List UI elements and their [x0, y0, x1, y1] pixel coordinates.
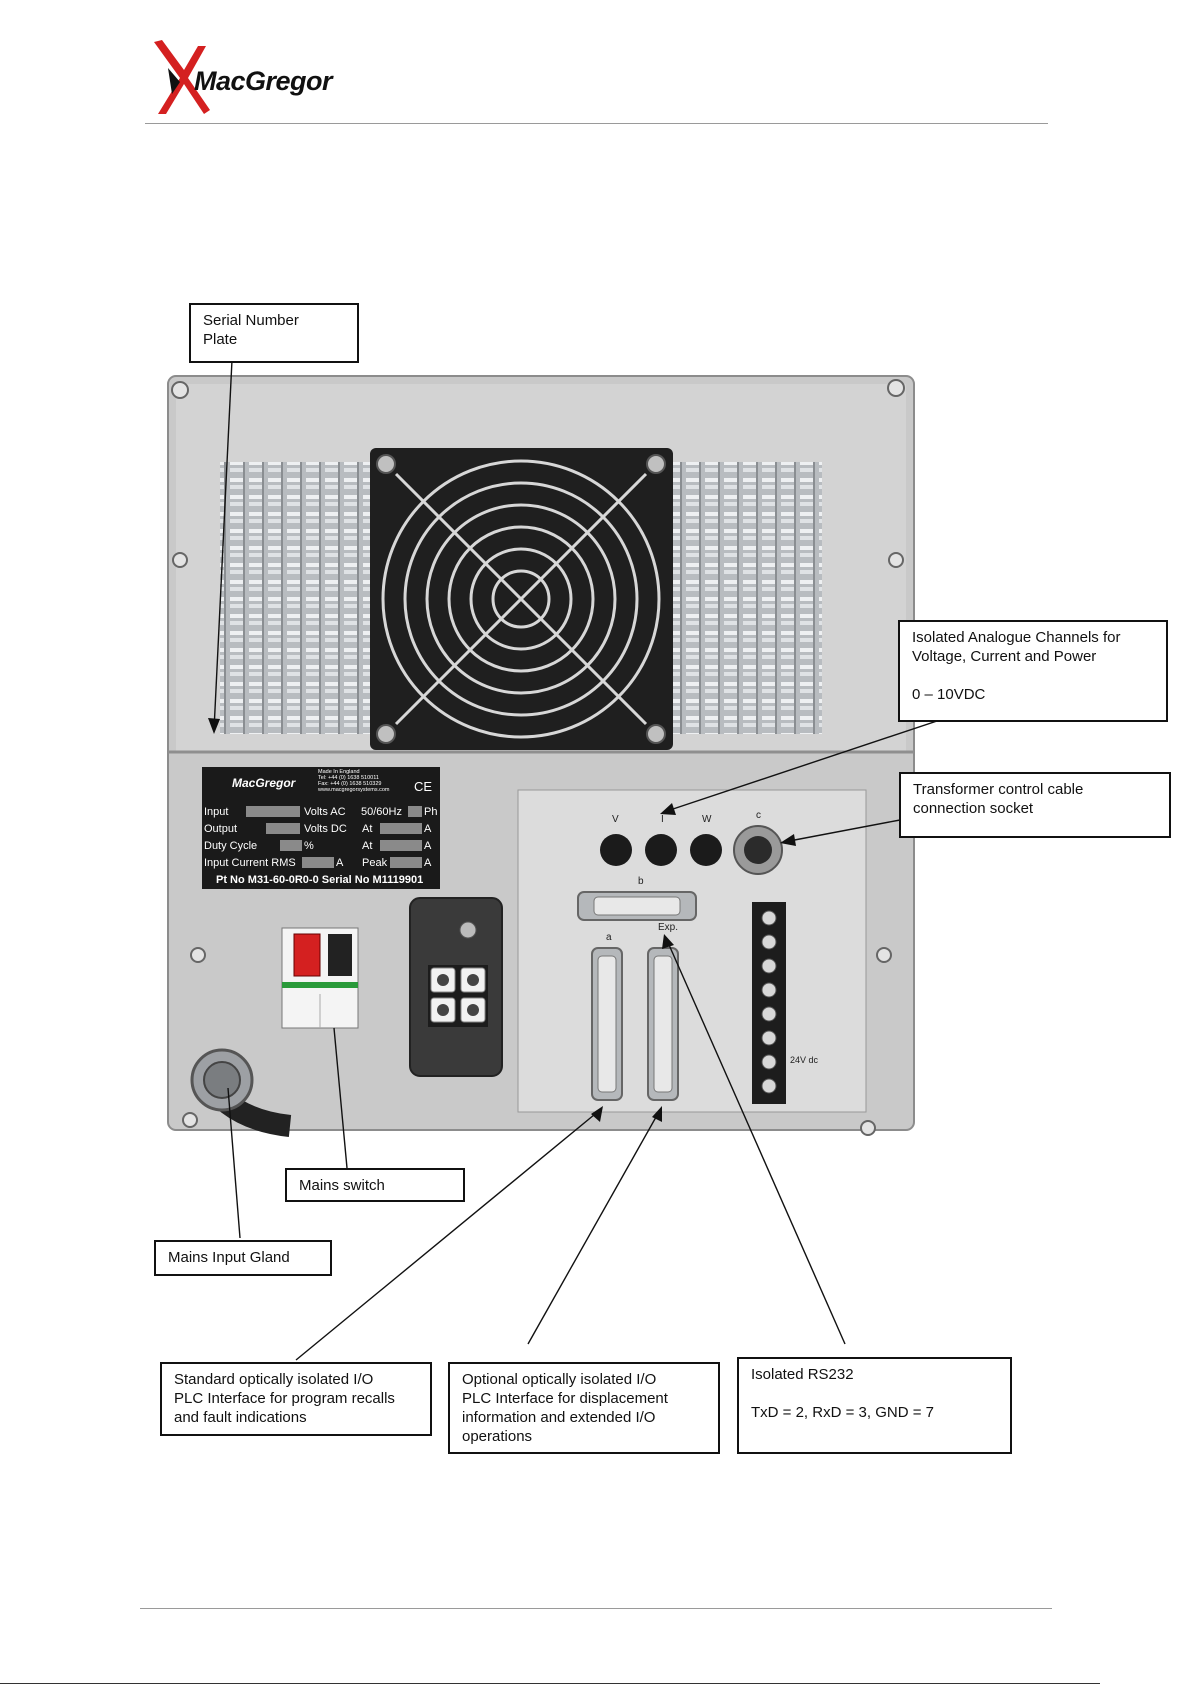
- mains-input-gland: [190, 1048, 292, 1137]
- plate-row-duty-extra-unit: A: [424, 840, 432, 852]
- callout-mains-switch: Mains switch: [285, 1168, 465, 1202]
- socket-label-b: b: [638, 876, 644, 887]
- heatsink-left: [220, 462, 370, 734]
- plate-info-0: Made In England: [318, 769, 360, 775]
- plate-info-2: Fax: +44 (0) 1638 510329: [318, 781, 381, 787]
- callout-leaders: [213, 359, 953, 1361]
- callout-rs232: Isolated RS232 TxD = 2, RxD = 3, GND = 7: [737, 1357, 1012, 1454]
- terminal-label: 24V dc: [790, 1055, 819, 1065]
- plate-row-current-extra-unit: A: [424, 857, 432, 869]
- serial-number-plate: MacGregor Made In England Tel: +44 (0) 1…: [202, 767, 440, 889]
- plate-row-input-extra-unit: Ph: [424, 806, 437, 818]
- chassis-screws: [171, 379, 905, 1136]
- heatsink-right: [670, 462, 822, 734]
- page-bottom-rule: [0, 1683, 1100, 1684]
- plate-brand: MacGregor: [232, 776, 297, 790]
- plate-row-input-unit: Volts AC: [304, 806, 346, 818]
- plate-row-current-unit: A: [336, 857, 344, 869]
- callout-arrowheads: [208, 718, 796, 1122]
- rs232-dsub-connector: [577, 891, 697, 921]
- plate-footer: Pt No M31-60-0R0-0 Serial No M1119901: [216, 874, 423, 886]
- logo-x-icon: [154, 40, 210, 114]
- plate-info-3: www.macgregorsystems.com: [317, 787, 390, 793]
- plate-row-duty-extra: At: [362, 840, 372, 852]
- plate-info-1: Tel: +44 (0) 1638 510011: [318, 775, 379, 781]
- plate-row-input-extra: 50/60Hz: [361, 806, 402, 818]
- plate-row-duty-unit: %: [304, 840, 314, 852]
- plate-row-output-unit: Volts DC: [304, 823, 347, 835]
- terminal-block: 24V dc: [752, 902, 819, 1104]
- ce-mark: CE: [414, 779, 432, 794]
- transformer-socket: [733, 825, 783, 875]
- socket-label-i: I: [661, 814, 664, 825]
- callout-transformer-socket: Transformer control cable connection soc…: [899, 772, 1171, 838]
- plate-row-input-label: Input: [204, 806, 228, 818]
- callout-standard-io: Standard optically isolated I/O PLC Inte…: [160, 1362, 432, 1436]
- macgregor-logo: MacGregor: [150, 38, 350, 118]
- mains-switch: [281, 927, 359, 1029]
- socket-label-v: V: [612, 814, 619, 825]
- socket-label-a: a: [606, 932, 612, 943]
- callout-serial-number-plate: Serial Number Plate: [189, 303, 359, 363]
- plate-row-current-label: Input Current RMS: [204, 857, 296, 869]
- optional-io-dsub-connector: [647, 947, 679, 1101]
- standard-io-dsub-connector: [591, 947, 623, 1101]
- socket-label-c: c: [756, 810, 761, 821]
- socket-label-exp: Exp.: [658, 922, 678, 933]
- socket-label-w: W: [702, 814, 712, 825]
- header-rule: [145, 123, 1048, 124]
- plate-row-duty-label: Duty Cycle: [204, 840, 257, 852]
- plate-row-current-extra: Peak: [362, 857, 388, 869]
- analogue-sockets: [600, 834, 722, 866]
- callout-optional-io: Optional optically isolated I/O PLC Inte…: [448, 1362, 720, 1454]
- plate-row-output-extra-unit: A: [424, 823, 432, 835]
- cooling-fan: [370, 448, 673, 750]
- callout-mains-input-gland: Mains Input Gland: [154, 1240, 332, 1276]
- plate-row-output-label: Output: [204, 823, 237, 835]
- footer-rule: [140, 1608, 1052, 1609]
- power-connector: [409, 897, 503, 1077]
- brand-name: MacGregor: [194, 66, 333, 96]
- callout-analogue-channels: Isolated Analogue Channels for Voltage, …: [898, 620, 1168, 722]
- plate-row-output-extra: At: [362, 823, 372, 835]
